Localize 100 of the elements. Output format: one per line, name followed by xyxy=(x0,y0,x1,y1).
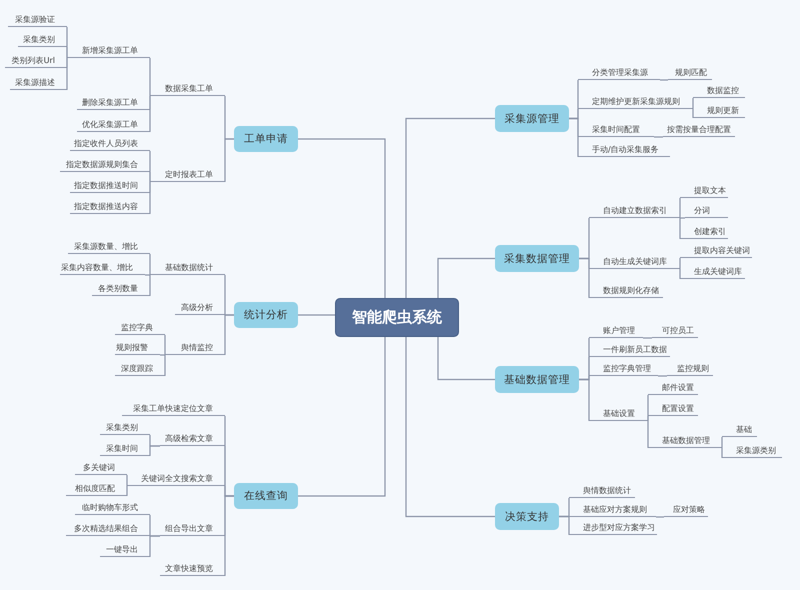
subtopic-label: 基础数据统计 xyxy=(150,261,225,275)
branch-line xyxy=(149,181,151,214)
subtopic-label: 组合导出文章 xyxy=(160,522,225,536)
branch-line xyxy=(224,314,234,355)
subtopic-label: 采集源描述 xyxy=(10,76,67,90)
branch-line xyxy=(298,138,386,298)
topic-box: 工单申请 xyxy=(234,126,298,152)
branch-line xyxy=(579,378,590,421)
subtopic-label: 删除采集源工单 xyxy=(77,96,150,110)
subtopic-label: 基础 xyxy=(722,423,757,437)
branch-line xyxy=(298,337,386,497)
subtopic-label: 监控规则 xyxy=(667,362,713,376)
subtopic-label: 规则更新 xyxy=(693,104,745,118)
branch-line xyxy=(692,108,694,118)
branch-line xyxy=(144,274,150,276)
branch-line xyxy=(224,495,234,576)
subtopic-label: 数据采集工单 xyxy=(150,82,225,96)
central-topic-box: 智能爬虫系统 xyxy=(335,298,459,337)
subtopic-label: 多次精选结果组合 xyxy=(66,522,150,536)
branch-line xyxy=(579,258,590,298)
subtopic-label: 账户管理 xyxy=(589,324,643,338)
subtopic-label: 分词 xyxy=(685,204,728,218)
subtopic-label: 高级分析 xyxy=(175,301,225,315)
subtopic-label: 指定收件人员列表 xyxy=(70,137,150,151)
subtopic-label: 基础设置 xyxy=(589,407,648,421)
branch-line xyxy=(569,118,579,157)
topic-box: 采集源管理 xyxy=(495,105,569,132)
branch-line xyxy=(66,47,68,59)
branch-line xyxy=(721,447,723,458)
branch-line xyxy=(149,58,151,97)
branch-line xyxy=(149,445,160,456)
subtopic-label: 多关键词 xyxy=(75,461,127,475)
branch-line xyxy=(679,268,681,279)
subtopic-label: 监控字典 xyxy=(115,321,165,335)
subtopic-label: 应对策略 xyxy=(664,503,708,517)
branch-line xyxy=(647,420,649,448)
branch-line xyxy=(654,136,664,138)
subtopic-label: 规则报警 xyxy=(115,341,160,355)
branch-line xyxy=(149,172,151,183)
subtopic-label: 相似度匹配 xyxy=(66,482,127,496)
subtopic-label: 邮件设置 xyxy=(648,381,698,395)
subtopic-label: 可控员工 xyxy=(652,324,698,338)
subtopic-label: 采集工单快速定位文章 xyxy=(122,402,225,416)
subtopic-label: 关键词全文搜索文章 xyxy=(127,472,225,486)
subtopic-label: 自动建立数据索引 xyxy=(589,204,680,218)
branch-line xyxy=(692,98,694,110)
subtopic-label: 采集源数量、增比 xyxy=(68,240,150,254)
subtopic-label: 提取文本 xyxy=(680,184,728,198)
subtopic-label: 采集时间 xyxy=(100,442,150,456)
subtopic-label: 定时报表工单 xyxy=(150,168,225,182)
branch-line xyxy=(658,375,668,377)
subtopic-label: 数据监控 xyxy=(693,84,745,98)
branch-line xyxy=(126,475,128,487)
branch-line xyxy=(149,535,160,557)
branch-line xyxy=(660,79,669,81)
subtopic-label: 类别列表Url xyxy=(5,54,67,68)
subtopic-label: 采集类别 xyxy=(100,421,150,435)
subtopic-label: 手动/自动采集服务 xyxy=(578,143,670,157)
subtopic-label: 各类别数量 xyxy=(92,282,150,296)
subtopic-label: 创建索引 xyxy=(680,225,728,239)
branch-line xyxy=(298,314,335,316)
subtopic-label: 采集时间配置 xyxy=(578,123,654,137)
subtopic-label: 规则匹配 xyxy=(668,66,712,80)
branch-line xyxy=(679,258,681,270)
topic-box: 在线查询 xyxy=(234,483,298,509)
branch-line xyxy=(559,516,570,535)
branch-line xyxy=(679,217,681,239)
subtopic-label: 舆情监控 xyxy=(165,341,225,355)
subtopic-label: 监控字典管理 xyxy=(589,362,658,376)
subtopic-label: 采集内容数量、增比 xyxy=(60,261,145,275)
subtopic-label: 基础应对方案规则 xyxy=(569,503,656,517)
branch-line xyxy=(66,57,68,90)
subtopic-label: 指定数据推送时间 xyxy=(70,179,150,193)
branch-line xyxy=(164,335,166,356)
branch-line xyxy=(224,138,234,182)
subtopic-label: 采集类别 xyxy=(18,33,67,47)
branch-line xyxy=(647,416,649,422)
subtopic-label: 生成关键词库 xyxy=(680,265,745,279)
subtopic-label: 优化采集源工单 xyxy=(77,118,150,132)
branch-line xyxy=(680,217,686,219)
subtopic-label: 分类管理采集源 xyxy=(578,66,660,80)
branch-line xyxy=(437,337,495,380)
subtopic-label: 自动生成关键词库 xyxy=(589,255,680,269)
subtopic-label: 指定数据推送内容 xyxy=(70,200,150,214)
subtopic-label: 采集源验证 xyxy=(8,13,67,27)
topic-box: 决策支持 xyxy=(495,503,559,530)
subtopic-label: 提取内容关键词 xyxy=(680,244,752,258)
subtopic-label: 按需按量合理配置 xyxy=(663,123,735,137)
branch-line xyxy=(679,198,681,219)
branch-line xyxy=(405,337,495,518)
branch-line xyxy=(149,274,151,296)
subtopic-label: 文章快速预览 xyxy=(160,562,225,576)
branch-line xyxy=(159,354,165,356)
branch-line xyxy=(149,95,151,132)
topic-box: 采集数据管理 xyxy=(495,245,579,272)
subtopic-label: 一键导出 xyxy=(100,543,150,557)
topic-box: 基础数据管理 xyxy=(495,366,579,393)
subtopic-label: 配置设置 xyxy=(648,402,698,416)
branch-line xyxy=(126,485,128,496)
subtopic-label: 舆情数据统计 xyxy=(569,484,635,498)
